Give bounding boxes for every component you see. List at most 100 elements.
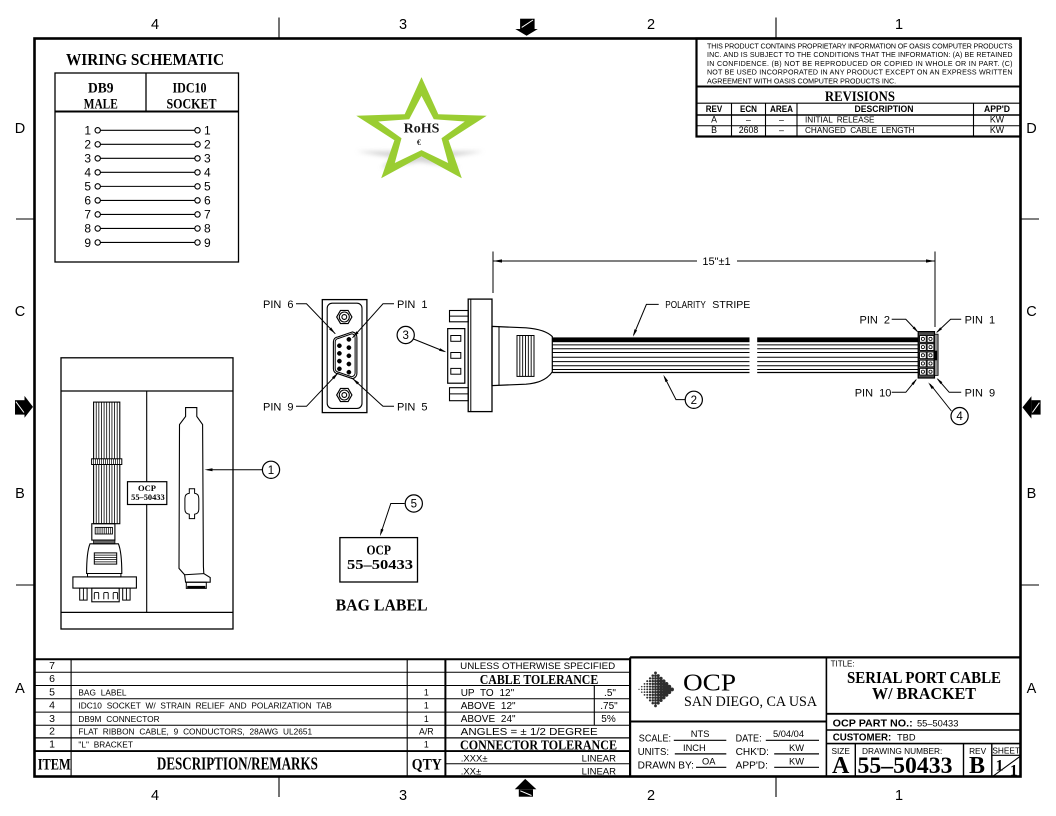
svg-text:D: D [1026, 121, 1036, 137]
svg-text:THIS PRODUCT CONTAINS PROPRIET: THIS PRODUCT CONTAINS PROPRIETARY INFORM… [707, 43, 1013, 51]
svg-text:7: 7 [204, 208, 211, 222]
svg-text:PIN 2: PIN 2 [860, 315, 891, 327]
svg-text:SCALE:: SCALE: [639, 734, 671, 745]
svg-text:"L" BRACKET: "L" BRACKET [78, 740, 132, 750]
svg-text:PIN 1: PIN 1 [965, 315, 996, 327]
svg-text:4: 4 [151, 17, 159, 33]
svg-text:1: 1 [996, 758, 1004, 775]
svg-text:1: 1 [424, 740, 429, 750]
svg-text:€: € [417, 138, 421, 147]
svg-text:B: B [711, 125, 717, 135]
svg-text:A: A [1027, 681, 1037, 697]
svg-text:ABOVE 12": ABOVE 12" [461, 701, 516, 712]
svg-text:1: 1 [424, 714, 429, 724]
svg-text:SHEET: SHEET [992, 745, 1020, 755]
svg-text:3: 3 [49, 713, 55, 725]
svg-text:KW: KW [990, 115, 1005, 125]
svg-text:IDC10 SOCKET W/ STRAIN RELIEF: IDC10 SOCKET W/ STRAIN RELIEF AND POLARI… [78, 701, 332, 711]
svg-text:A/R: A/R [419, 727, 434, 737]
svg-text:1: 1 [204, 124, 211, 138]
svg-text:UNLESS OTHERWISE SPECIFIED: UNLESS OTHERWISE SPECIFIED [460, 661, 616, 671]
svg-text:PIN 10: PIN 10 [855, 388, 892, 400]
svg-text:PIN 6: PIN 6 [263, 299, 294, 311]
svg-text:55–50433: 55–50433 [131, 492, 165, 502]
svg-text:ECN: ECN [740, 104, 757, 114]
svg-text:CONNECTOR TOLERANCE: CONNECTOR TOLERANCE [460, 739, 617, 754]
svg-text:–: – [779, 115, 784, 125]
svg-text:9: 9 [84, 236, 91, 250]
svg-text:5%: 5% [601, 714, 616, 725]
svg-text:1: 1 [895, 788, 903, 804]
svg-text:1: 1 [424, 687, 429, 697]
svg-text:IDC10: IDC10 [173, 81, 207, 97]
svg-text:A: A [15, 681, 25, 697]
svg-text:1: 1 [84, 124, 91, 138]
svg-text:9: 9 [204, 236, 211, 250]
svg-text:AGREEMENT WITH OASIS COMPUTER: AGREEMENT WITH OASIS COMPUTER PRODUCTS I… [707, 77, 896, 85]
svg-text:TITLE:: TITLE: [831, 660, 855, 669]
svg-text:SERIAL PORT CABLE: SERIAL PORT CABLE [847, 668, 1001, 687]
svg-text:DRAWING NUMBER:: DRAWING NUMBER: [862, 746, 942, 756]
svg-text:OCP: OCP [366, 544, 391, 559]
svg-text:NTS: NTS [691, 729, 710, 739]
svg-text:PIN 9: PIN 9 [965, 388, 996, 400]
svg-text:REVISIONS: REVISIONS [825, 89, 895, 105]
svg-text:DESCRIPTION/REMARKS: DESCRIPTION/REMARKS [157, 754, 318, 774]
svg-text:CABLE TOLERANCE: CABLE TOLERANCE [480, 673, 599, 688]
svg-text:B: B [15, 486, 25, 502]
svg-text:4: 4 [204, 166, 211, 180]
svg-text:7: 7 [49, 660, 55, 672]
svg-text:3: 3 [402, 330, 408, 342]
svg-text:DESCRIPTION: DESCRIPTION [855, 104, 914, 114]
svg-text:.75": .75" [600, 701, 618, 712]
svg-text:ITEM: ITEM [38, 756, 71, 773]
svg-text:LINEAR: LINEAR [582, 753, 616, 764]
svg-text:LINEAR: LINEAR [582, 767, 616, 778]
svg-text:INITIAL RELEASE: INITIAL RELEASE [805, 116, 875, 125]
svg-text:6: 6 [204, 194, 211, 208]
svg-text:8: 8 [204, 222, 211, 236]
svg-text:B: B [1027, 486, 1037, 502]
svg-text:3: 3 [84, 152, 91, 166]
svg-text:UP TO 12": UP TO 12" [461, 688, 515, 699]
svg-text:6: 6 [49, 673, 55, 685]
svg-text:REV: REV [969, 746, 987, 756]
svg-text:A: A [832, 753, 850, 779]
svg-text:2608: 2608 [739, 125, 759, 135]
svg-text:15"±1: 15"±1 [702, 256, 730, 268]
svg-text:INC. AND IS SUBJECT TO THE CON: INC. AND IS SUBJECT TO THE CONDITIONS TH… [707, 51, 1013, 59]
svg-text:1: 1 [895, 17, 903, 33]
svg-text:DB9M CONNECTOR: DB9M CONNECTOR [78, 714, 159, 724]
svg-text:RoHS: RoHS [404, 122, 440, 137]
svg-text:APP'D:: APP'D: [736, 760, 768, 771]
svg-text:OCP PART NO.:: OCP PART NO.: [833, 719, 913, 730]
svg-text:W/ BRACKET: W/ BRACKET [872, 684, 977, 703]
svg-text:OCP: OCP [683, 670, 736, 697]
svg-text:C: C [1026, 304, 1036, 320]
svg-text:MALE: MALE [84, 97, 118, 113]
svg-text:B: B [969, 753, 985, 779]
svg-text:CHANGED CABLE LENGTH: CHANGED CABLE LENGTH [805, 126, 915, 135]
svg-text:4: 4 [956, 411, 963, 423]
svg-text:FLAT RIBBON CABLE, 9 CONDUCTOR: FLAT RIBBON CABLE, 9 CONDUCTORS, 28AWG U… [78, 727, 312, 737]
svg-text:REV: REV [706, 104, 723, 114]
svg-text:PIN 9: PIN 9 [263, 402, 294, 414]
svg-text:KW: KW [789, 743, 804, 753]
svg-text:IN CONFIDENCE. (B) NOT BE REPR: IN CONFIDENCE. (B) NOT BE REPRODUCED OR … [707, 60, 1013, 68]
svg-text:5: 5 [84, 180, 91, 194]
svg-text:2: 2 [647, 17, 655, 33]
svg-text:TBD: TBD [897, 732, 916, 742]
svg-text:PIN 5: PIN 5 [397, 402, 428, 414]
svg-text:4: 4 [84, 166, 91, 180]
svg-text:ABOVE 24": ABOVE 24" [461, 714, 516, 725]
svg-text:1: 1 [1010, 763, 1018, 780]
svg-text:1: 1 [424, 701, 429, 711]
svg-text:PIN 1: PIN 1 [397, 299, 428, 311]
svg-text:A: A [711, 115, 717, 125]
svg-text:7: 7 [84, 208, 91, 222]
svg-text:55–50433: 55–50433 [347, 558, 413, 573]
svg-text:5: 5 [411, 499, 417, 511]
svg-text:CUSTOMER:: CUSTOMER: [833, 733, 892, 744]
svg-text:KW: KW [789, 756, 804, 766]
svg-text:3: 3 [399, 17, 407, 33]
